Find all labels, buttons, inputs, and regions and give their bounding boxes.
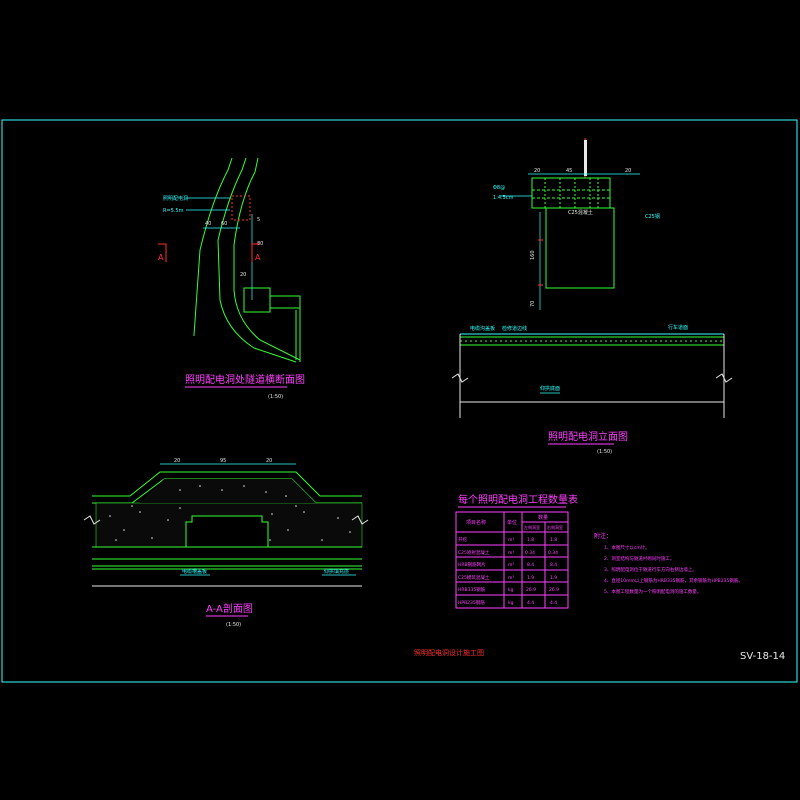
bottom-title: 照明配电洞设计施工图	[414, 648, 484, 657]
section-mark-left: A	[158, 253, 164, 262]
elevation-title: 照明配电洞立面图	[548, 430, 628, 443]
row-left-5: 4.4	[527, 600, 534, 606]
aa-label-1: 电缆槽盖板	[182, 568, 207, 575]
row-left-4: 26.9	[526, 587, 536, 593]
svg-text:1:4.5cm: 1:4.5cm	[493, 195, 514, 201]
row-name-5: HPB235钢筋	[458, 599, 485, 606]
row-left-0: 1.8	[527, 537, 534, 543]
section-mark-right: A	[255, 253, 261, 262]
row-name-3: C25模筑混凝土	[458, 574, 490, 581]
row-name-2: HRB钢筋网片	[458, 561, 486, 568]
svg-text:C25混凝土: C25混凝土	[568, 209, 593, 216]
row-left-2: 8.4	[527, 562, 534, 568]
note-1: 1、本图尺寸以cm计。	[604, 544, 650, 551]
note-5: 5、本图工程数量为一个照明配电洞的施工数量。	[604, 588, 701, 595]
svg-text:行车道面: 行车道面	[668, 324, 688, 331]
svg-text:80: 80	[257, 241, 263, 247]
th-right: 右侧洞室	[547, 524, 563, 530]
row-unit-5: kg	[508, 600, 514, 606]
svg-text:60: 60	[221, 221, 227, 227]
elev-vdim-1: 160	[530, 250, 536, 260]
row-right-4: 26.9	[549, 587, 559, 593]
quantity-table: 每个照明配电洞工程数量表 项目名称 单位 数量 左侧洞室 右侧洞室 开挖 m³ …	[455, 493, 578, 609]
row-left-1: 0.34	[525, 550, 535, 556]
row-right-3: 1.9	[550, 575, 557, 581]
aa-label-2: 仰拱填充层	[324, 568, 349, 575]
section-aa-title: A-A剖面图	[206, 602, 253, 615]
svg-text:40: 40	[205, 221, 211, 227]
cross-section-title: 照明配电洞处隧道横断面图	[185, 373, 305, 386]
drawing-number: SV-18-14	[740, 651, 785, 662]
row-right-0: 1.8	[550, 537, 557, 543]
elev-dim-1: 20	[534, 168, 540, 174]
row-unit-1: m³	[508, 550, 514, 556]
note-4: 4、直径10mm以上钢筋为HRB335钢筋，其余钢筋为HPB235钢筋。	[604, 577, 743, 584]
elev-dim-3: 20	[625, 168, 631, 174]
row-right-2: 8.4	[550, 562, 557, 568]
svg-text:检修道边线: 检修道边线	[502, 325, 527, 332]
table-title: 每个照明配电洞工程数量表	[458, 493, 578, 506]
row-left-3: 1.9	[527, 575, 534, 581]
row-unit-3: m³	[508, 575, 514, 581]
sheet-border	[1, 119, 798, 683]
cross-section-view: 照明配电洞 R=5.5m 40 60 80 5 20 A A 照明配电洞处隧道横…	[158, 157, 305, 400]
row-name-1: C25喷射混凝土	[458, 549, 490, 556]
aa-dim-1: 20	[174, 458, 180, 464]
svg-text:5: 5	[257, 217, 260, 223]
cross-section-scale: (1:50)	[268, 394, 283, 400]
notes-block: 附注： 1、本图尺寸以cm计。 2、洞室结构与隧道衬砌同时施工。 3、照明配电洞…	[594, 532, 743, 595]
aa-dim-2: 95	[220, 458, 226, 464]
elev-vdim-2: 70	[530, 301, 536, 307]
th-qty: 数量	[538, 514, 548, 521]
elevation-scale: (1:50)	[597, 449, 612, 455]
notes-heading: 附注：	[594, 532, 612, 540]
note-2: 2、洞室结构与隧道衬砌同时施工。	[604, 555, 674, 562]
elev-dim-2: 45	[566, 168, 572, 174]
svg-text:照明配电洞: 照明配电洞	[163, 195, 188, 202]
th-item: 项目名称	[466, 519, 486, 526]
svg-text:C25钢: C25钢	[645, 213, 660, 220]
note-3: 3、照明配电洞位于隧道行车方向右侧边墙上。	[604, 566, 697, 573]
row-unit-0: m³	[508, 537, 514, 543]
aa-dim-3: 20	[266, 458, 272, 464]
th-left: 左侧洞室	[524, 524, 540, 530]
th-unit: 单位	[507, 519, 517, 526]
svg-text:R=5.5m: R=5.5m	[163, 208, 184, 214]
svg-text:20: 20	[240, 272, 246, 278]
svg-text:Φ8@: Φ8@	[493, 185, 505, 191]
row-unit-4: kg	[508, 587, 514, 593]
elevation-view: 20 45 20 Φ8@ 1:4.5cm C25混凝土 C25钢 160 70	[451, 138, 733, 455]
row-name-0: 开挖	[458, 536, 467, 543]
row-name-4: HRB335钢筋	[458, 586, 486, 593]
svg-text:仰拱底面: 仰拱底面	[540, 385, 560, 392]
section-aa-view: 20 95 20 电缆槽盖板 仰	[83, 458, 369, 628]
row-unit-2: m²	[508, 563, 514, 568]
section-aa-scale: (1:50)	[226, 622, 241, 628]
row-right-5: 4.4	[550, 600, 557, 606]
svg-text:电缆沟盖板: 电缆沟盖板	[470, 325, 495, 332]
row-right-1: 0.34	[548, 550, 558, 556]
